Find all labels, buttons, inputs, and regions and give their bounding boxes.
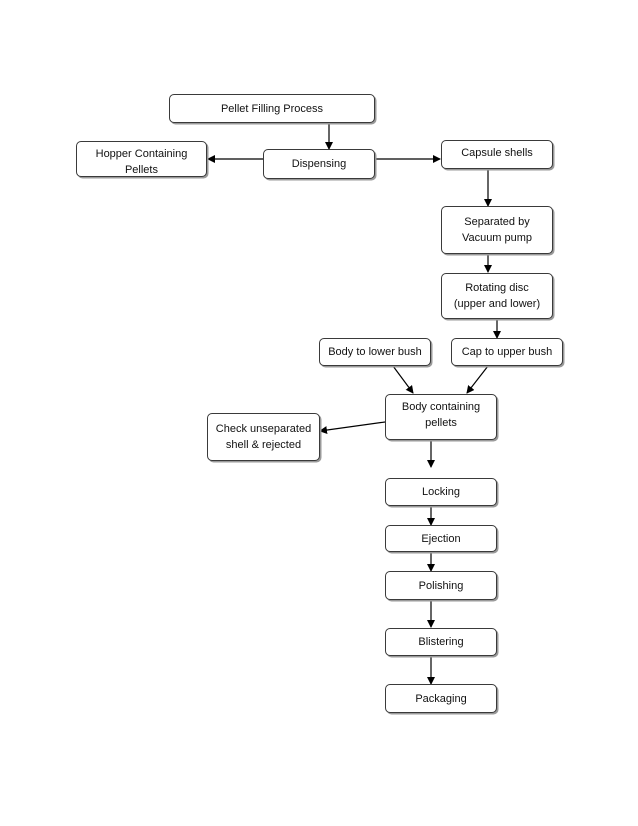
node-label: Locking (422, 486, 460, 498)
node-body-to-lower-bush: Body to lower bush (319, 338, 431, 366)
arrow-cap-upper-to-body-containing (466, 365, 489, 394)
node-label: Body containing pellets (401, 401, 481, 429)
node-pellet-filling-process: Pellet Filling Process (169, 94, 375, 123)
arrow-body-containing-to-check (319, 421, 386, 435)
node-dispensing: Dispensing (263, 149, 375, 179)
node-label: Ejection (421, 532, 461, 545)
node-check-unseparated-shell: Check unseparated shell & rejected (207, 413, 320, 461)
node-blistering: Blistering (385, 628, 497, 656)
node-label: Rotating disc (upper and lower) (453, 282, 541, 310)
node-label: Packaging (415, 692, 467, 705)
node-ejection: Ejection (385, 525, 497, 552)
node-hopper-containing-pellets: Hopper Containing Pellets (76, 141, 207, 177)
node-cap-to-upper-bush: Cap to upper bush (451, 338, 563, 366)
node-label: Blistering (418, 636, 464, 648)
node-label: Body to lower bush (328, 346, 422, 358)
node-label: Check unseparated shell & rejected (215, 423, 312, 451)
node-rotating-disc: Rotating disc (upper and lower) (441, 273, 553, 319)
node-packaging: Packaging (385, 684, 497, 713)
node-label: Cap to upper bush (461, 346, 553, 358)
node-label: Capsule shells (461, 147, 533, 159)
node-capsule-shells: Capsule shells (441, 140, 553, 169)
node-label: Polishing (418, 579, 464, 592)
node-label: Dispensing (291, 158, 347, 170)
node-separated-by-vacuum-pump: Separated by Vacuum pump (441, 206, 553, 254)
node-body-containing-pellets: Body containing pellets (385, 394, 497, 440)
node-label: Separated by Vacuum pump (461, 216, 533, 244)
node-label: Pellet Filling Process (220, 102, 324, 115)
node-label: Hopper Containing Pellets (95, 148, 188, 176)
node-locking: Locking (385, 478, 497, 506)
arrow-body-lower-to-body-containing (392, 365, 414, 394)
node-polishing: Polishing (385, 571, 497, 600)
